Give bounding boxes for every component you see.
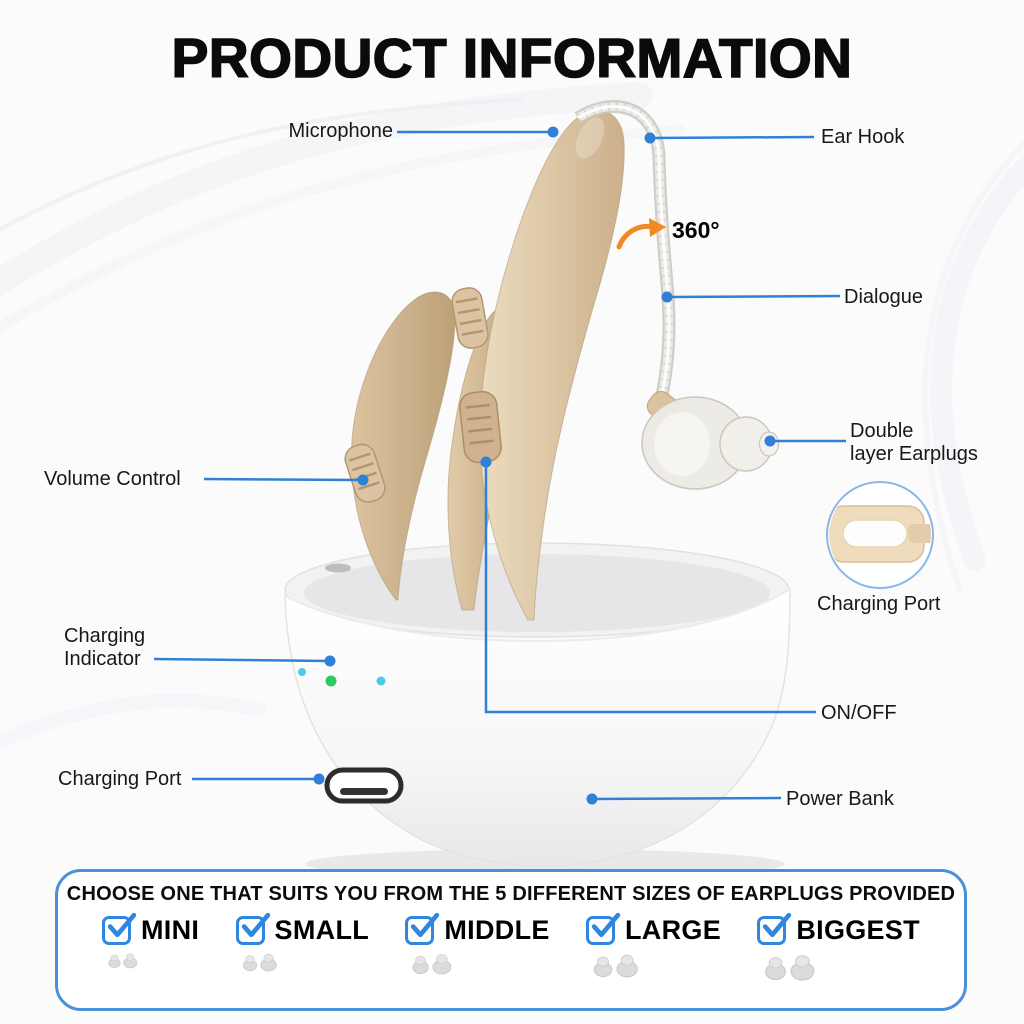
double-layer-earplugs-label: Double layer Earplugs bbox=[850, 420, 978, 465]
volume-wheel-left bbox=[344, 443, 386, 503]
checkbox-middle[interactable] bbox=[405, 912, 440, 945]
size-option-small: SMALL bbox=[235, 912, 370, 982]
led-indicator bbox=[298, 668, 306, 676]
callout-lines bbox=[153, 126, 846, 805]
checkbox-mini[interactable] bbox=[102, 912, 137, 945]
checkmark-icon bbox=[763, 912, 792, 938]
checkbox-large[interactable] bbox=[586, 912, 621, 945]
size-option-large: LARGE bbox=[586, 912, 722, 982]
power-bank-label: Power Bank bbox=[786, 788, 894, 810]
on-off-label: ON/OFF bbox=[821, 702, 897, 724]
size-label-small: SMALL bbox=[274, 915, 370, 945]
double-layer-earplug bbox=[641, 390, 780, 490]
checkbox-biggest[interactable] bbox=[757, 912, 792, 945]
panel-heading: CHOOSE ONE THAT SUITS YOU FROM THE 5 DIF… bbox=[66, 883, 956, 905]
size-option-middle: MIDDLE bbox=[405, 912, 550, 982]
background-decoration bbox=[0, 82, 1024, 750]
size-option-biggest: BIGGEST bbox=[757, 912, 920, 982]
checkmark-icon bbox=[107, 912, 137, 938]
size-options-row: MINI SMALL MIDDLE bbox=[58, 912, 964, 982]
volume-wheel-middle bbox=[451, 287, 489, 349]
earplug-samples-middle bbox=[412, 954, 452, 975]
dialogue-label: Dialogue bbox=[844, 286, 923, 308]
ear-hook-label: Ear Hook bbox=[821, 126, 905, 148]
size-option-mini: MINI bbox=[102, 912, 200, 982]
rotation-arrow-icon bbox=[616, 218, 666, 250]
charging-port-right-label: Charging Port bbox=[817, 593, 941, 615]
checkbox-small[interactable] bbox=[235, 912, 270, 945]
led-indicator bbox=[376, 676, 386, 686]
earplug-sizes-panel: CHOOSE ONE THAT SUITS YOU FROM THE 5 DIF… bbox=[55, 869, 967, 1011]
charging-case-body bbox=[284, 587, 791, 867]
earplug-samples-large bbox=[593, 954, 638, 978]
earplug-samples-small bbox=[242, 953, 277, 972]
hearing-aid-devices bbox=[344, 110, 625, 621]
checkmark-icon bbox=[591, 912, 621, 938]
earplug-samples-biggest bbox=[765, 955, 815, 981]
size-label-middle: MIDDLE bbox=[444, 915, 550, 945]
rotation-label: 360° bbox=[672, 217, 720, 243]
size-label-biggest: BIGGEST bbox=[796, 915, 920, 945]
earplug-samples-mini bbox=[108, 953, 138, 969]
usb-c-port bbox=[324, 767, 404, 804]
on-off-rocker bbox=[459, 390, 502, 464]
page-title: PRODUCT INFORMATION bbox=[171, 26, 853, 90]
charging-indicator-label: Charging Indicator bbox=[64, 625, 146, 670]
charging-port-inset bbox=[826, 481, 934, 589]
size-label-mini: MINI bbox=[141, 915, 200, 945]
charging-port-left-label: Charging Port bbox=[58, 768, 182, 790]
checkmark-icon bbox=[411, 912, 440, 938]
microphone-label: Microphone bbox=[288, 120, 393, 142]
checkmark-icon bbox=[241, 912, 270, 938]
volume-control-label: Volume Control bbox=[44, 468, 181, 490]
led-indicator bbox=[325, 675, 337, 687]
size-label-large: LARGE bbox=[625, 915, 722, 945]
charging-case-rim bbox=[284, 542, 790, 638]
